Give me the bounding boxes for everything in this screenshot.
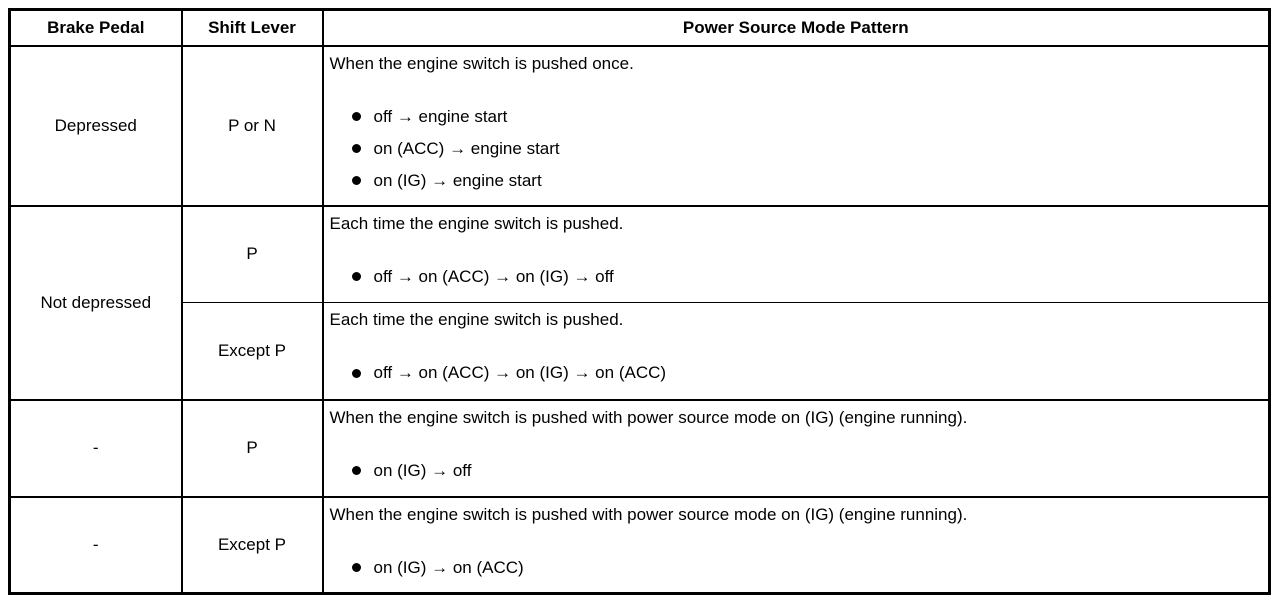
bullet-icon: [351, 272, 361, 281]
pattern-step: on (IG) → engine start: [351, 165, 1261, 197]
power-source-mode-table: Brake Pedal Shift Lever Power Source Mod…: [8, 8, 1271, 595]
bullet-icon: [351, 176, 361, 185]
table-row: - P When the engine switch is pushed wit…: [8, 398, 1271, 498]
pattern-step: on (ACC) → engine start: [351, 133, 1261, 165]
brake-pedal-cell: Depressed: [8, 44, 183, 207]
pattern-cell: Each time the engine switch is pushed. o…: [321, 302, 1271, 401]
pattern-step-list: off → engine start on (ACC) → engine sta…: [330, 101, 1261, 197]
shift-lever-cell: Except P: [180, 302, 324, 401]
pattern-step-text: on (IG) → on (ACC): [373, 557, 524, 577]
shift-lever-cell: Except P: [180, 495, 324, 595]
pattern-step: on (IG) → on (ACC): [351, 552, 1261, 584]
pattern-step: off → engine start: [351, 101, 1261, 133]
pattern-description: Each time the engine switch is pushed.: [329, 310, 624, 329]
pattern-description: Each time the engine switch is pushed.: [329, 213, 624, 233]
brake-pedal-cell: -: [8, 398, 183, 498]
pattern-description: When the engine switch is pushed with po…: [329, 504, 968, 524]
pattern-step-text: off → on (ACC) → on (IG) → off: [373, 266, 614, 286]
shift-lever-cell: P: [180, 398, 324, 498]
pattern-description: When the engine switch is pushed once.: [329, 53, 634, 73]
table-row: Not depressed P Each time the engine swi…: [8, 204, 1271, 400]
table-row: - Except P When the engine switch is pus…: [8, 495, 1271, 595]
pattern-step-text: on (IG) → off: [373, 460, 472, 480]
bullet-icon: [351, 112, 361, 121]
bullet-icon: [351, 144, 361, 153]
column-header-shift-lever: Shift Lever: [180, 8, 324, 47]
pattern-step: off → on (ACC) → on (IG) → off: [351, 261, 1261, 293]
column-header-brake-pedal: Brake Pedal: [8, 8, 183, 47]
pattern-step-list: on (IG) → on (ACC): [330, 552, 1261, 584]
brake-pedal-cell: -: [8, 495, 183, 595]
pattern-cell: When the engine switch is pushed once. o…: [321, 44, 1271, 207]
table-row: Except P Each time the engine switch is …: [10, 302, 1271, 401]
pattern-step-list: off → on (ACC) → on (IG) → on (ACC): [330, 357, 1261, 389]
pattern-step-text: on (IG) → engine start: [373, 170, 542, 190]
pattern-step-text: off → on (ACC) → on (IG) → on (ACC): [373, 363, 667, 382]
column-header-power-source-mode-pattern: Power Source Mode Pattern: [321, 8, 1271, 47]
pattern-step-list: on (IG) → off: [330, 455, 1261, 487]
bullet-icon: [351, 466, 361, 475]
pattern-cell: When the engine switch is pushed with po…: [321, 398, 1271, 498]
pattern-step: off → on (ACC) → on (IG) → on (ACC): [351, 357, 1261, 389]
pattern-step-text: off → engine start: [373, 106, 508, 126]
header-row: Brake Pedal Shift Lever Power Source Mod…: [8, 8, 1271, 47]
shift-lever-cell: P: [180, 204, 324, 303]
pattern-cell: Each time the engine switch is pushed. o…: [321, 204, 1271, 303]
bullet-icon: [351, 563, 361, 572]
brake-pedal-cell: Not depressed: [8, 204, 183, 400]
table-row: Depressed P or N When the engine switch …: [8, 44, 1271, 207]
pattern-cell: When the engine switch is pushed with po…: [321, 495, 1271, 595]
bullet-icon: [351, 368, 361, 378]
pattern-step: on (IG) → off: [351, 455, 1261, 487]
pattern-step-text: on (ACC) → engine start: [373, 138, 560, 158]
pattern-step-list: off → on (ACC) → on (IG) → off: [330, 261, 1261, 293]
shift-lever-cell: P or N: [180, 44, 324, 207]
pattern-description: When the engine switch is pushed with po…: [329, 407, 968, 427]
